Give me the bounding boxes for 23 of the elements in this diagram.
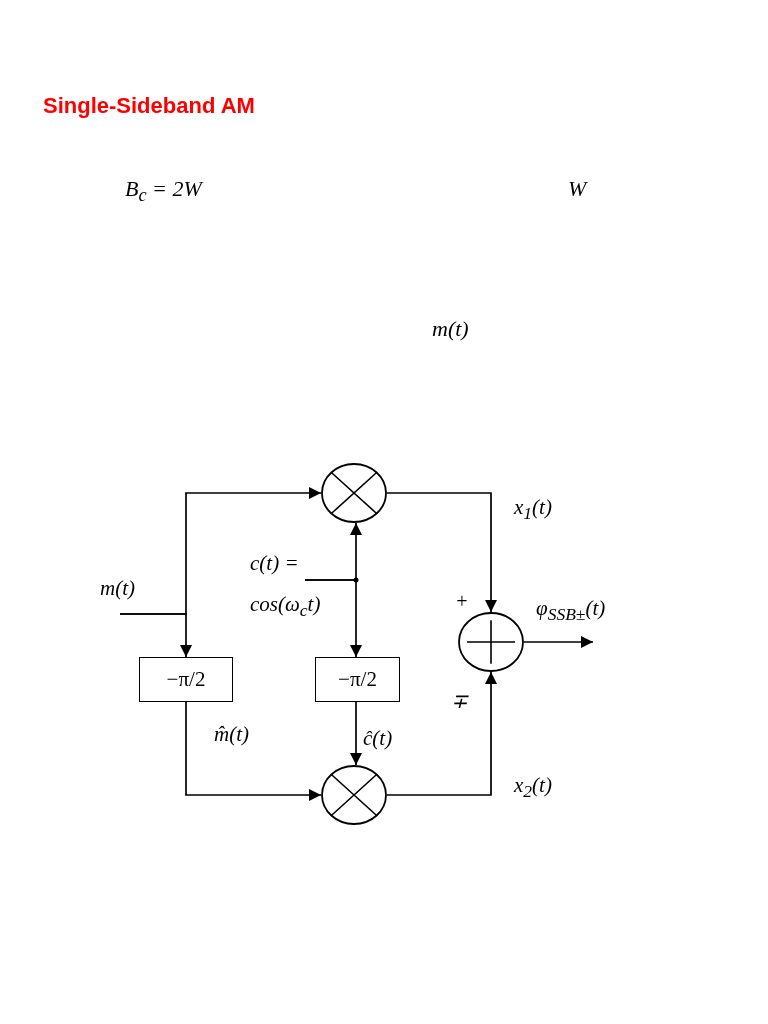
- signal-arrow: [386, 492, 497, 613]
- multiplier-symbol: [321, 765, 387, 825]
- title: Single-Sideband AM: [43, 93, 255, 119]
- signal-arrow: [523, 636, 594, 648]
- phase-shifter-box: [315, 657, 400, 702]
- signal-label: m(t): [100, 575, 135, 602]
- phase-label: −π/2: [338, 666, 377, 693]
- signal-arrow: [350, 701, 362, 766]
- signal-arrow: [119, 613, 192, 658]
- signal-label: c(t) =: [250, 550, 299, 577]
- signal-label: cos(ω$_{c}$t): [250, 590, 321, 622]
- math-label: +: [455, 590, 469, 612]
- signal-arrow: [185, 701, 322, 801]
- signal-arrow: [386, 671, 497, 796]
- math-label: B$_{c}$ = 2W: [125, 177, 202, 206]
- phase-label: −π/2: [166, 666, 206, 693]
- signal-arrow: [304, 579, 362, 658]
- multiplier-symbol: [321, 463, 387, 523]
- phase-shifter-box: [139, 657, 233, 702]
- math-label: W: [568, 177, 587, 202]
- math-label: m(t): [432, 317, 469, 342]
- math-label: ∓: [451, 690, 468, 712]
- summer-symbol: [458, 612, 524, 672]
